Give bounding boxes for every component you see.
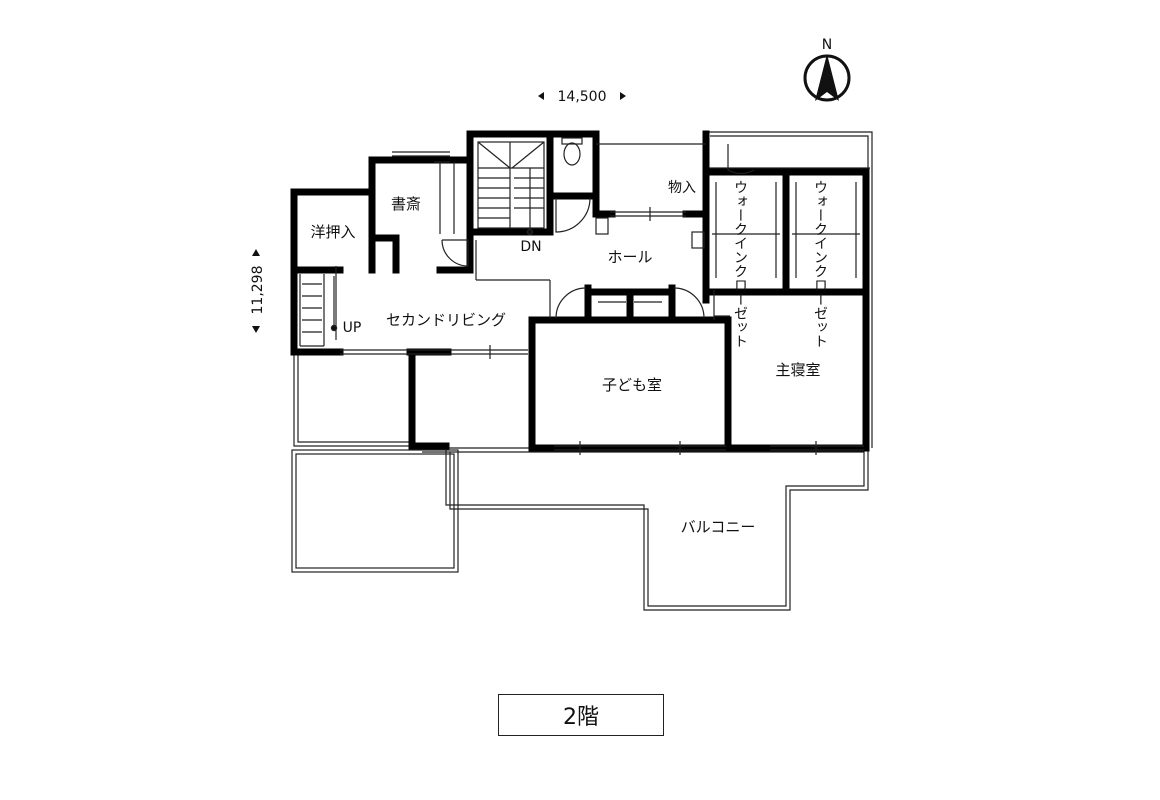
room-label-study: 書斎 xyxy=(391,195,421,213)
depth-dimension: 11,298 xyxy=(250,249,266,333)
width-dimension: 14,500 xyxy=(538,89,626,105)
door-swings xyxy=(434,144,755,319)
dim-arrow-up-icon xyxy=(252,249,260,256)
stairs xyxy=(302,141,545,333)
stair-down-label: DN xyxy=(520,239,541,255)
width-dimension-label: 14,500 xyxy=(558,89,607,105)
room-label-kids-room: 子ども室 xyxy=(602,376,662,394)
room-label-closet-western: 洋押入 xyxy=(310,223,355,241)
toilet-icon xyxy=(561,137,583,166)
room-label-master-bedroom: 主寝室 xyxy=(775,361,820,379)
room-label-second-living: セカンドリビング xyxy=(386,311,506,329)
room-label-wic-2: ウォークインクローゼット xyxy=(812,180,828,348)
compass-icon: N xyxy=(803,37,851,102)
closet-hangers xyxy=(439,162,860,303)
windows-and-partitions xyxy=(299,143,864,455)
dim-arrow-right-icon xyxy=(620,92,626,100)
room-label-balcony: バルコニー xyxy=(681,518,756,536)
room-label-storage: 物入 xyxy=(668,180,696,196)
depth-dimension-label: 11,298 xyxy=(250,266,266,315)
stair-up-label: UP xyxy=(343,320,362,336)
room-label-wic-1: ウォークインクローゼット xyxy=(732,180,748,348)
floor-label: 2階 xyxy=(563,705,599,730)
dim-arrow-left-icon xyxy=(538,92,544,100)
floor-label-box: 2階 xyxy=(498,694,664,736)
dim-arrow-down-icon xyxy=(252,326,260,333)
door-wic xyxy=(727,144,755,175)
walls xyxy=(290,130,870,452)
room-label-hall: ホール xyxy=(607,248,652,266)
compass-north-label: N xyxy=(822,37,832,53)
